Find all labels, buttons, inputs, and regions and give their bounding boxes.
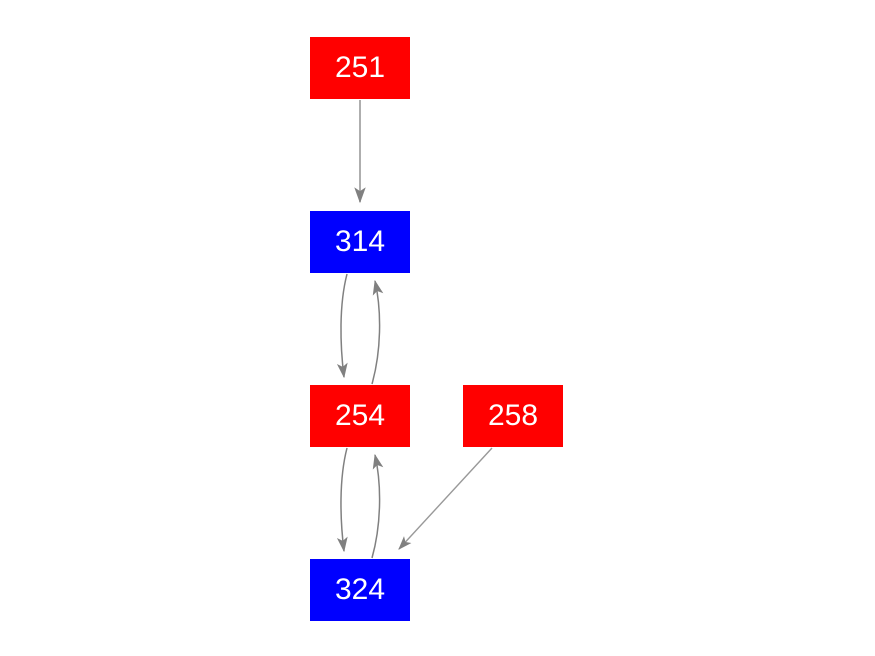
node-label: 254 (334, 399, 386, 432)
graph-node-258[interactable]: 258 (463, 385, 563, 447)
edge-314-to-254 (336, 273, 348, 379)
edge-254-to-324 (336, 447, 348, 553)
node-label: 314 (334, 225, 386, 258)
graph-node-324[interactable]: 324 (310, 559, 410, 621)
edge-254-to-314 (371, 279, 384, 385)
edge-324-to-254 (371, 453, 384, 559)
graph-node-251[interactable]: 251 (310, 37, 410, 99)
graph-node-254[interactable]: 254 (310, 385, 410, 447)
node-label: 324 (334, 573, 386, 606)
edge-258-to-324 (398, 447, 493, 550)
graph-node-314[interactable]: 314 (310, 211, 410, 273)
node-label: 258 (487, 399, 539, 432)
node-label: 251 (334, 51, 386, 84)
